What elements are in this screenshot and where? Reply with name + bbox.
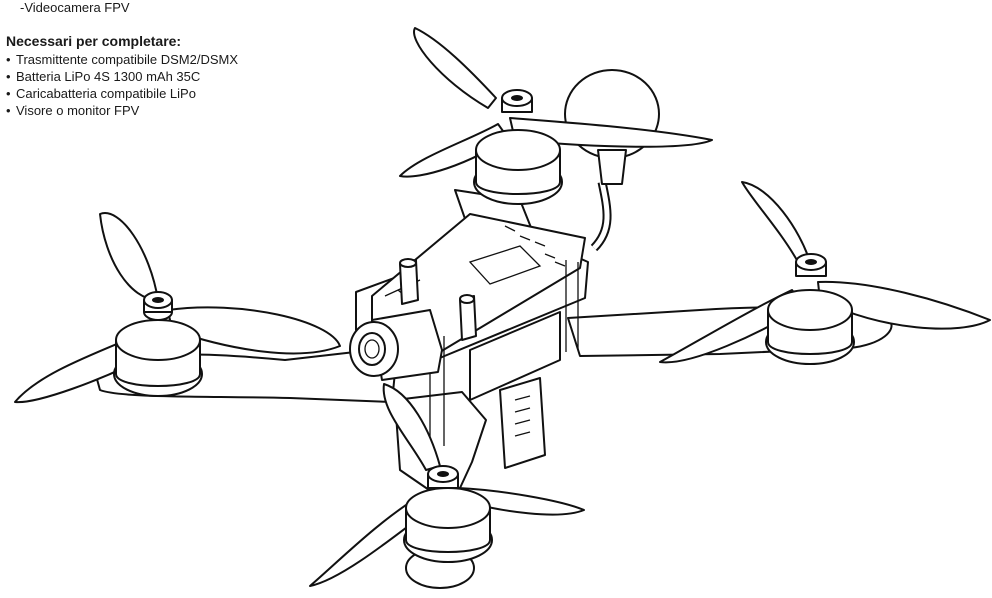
text-column: -Videocamera FPV Necessari per completar… [6,0,346,119]
motor-front-right [659,181,991,365]
fpv-camera [349,309,443,381]
motor-front-left [399,27,713,205]
antenna [564,69,660,252]
requirement-item: Batteria LiPo 4S 1300 mAh 35C [6,68,346,85]
previous-list-item: -Videocamera FPV [20,0,130,15]
requirement-item: Caricabatteria compatibile LiPo [6,85,346,102]
requirement-item: Visore o monitor FPV [6,102,346,119]
requirements-list: Trasmittente compatibile DSM2/DSMX Batte… [6,51,346,119]
motor-rear-right [309,383,585,589]
motor-rear-left [14,212,341,404]
requirement-item: Trasmittente compatibile DSM2/DSMX [6,51,346,68]
requirements-heading: Necessari per completare: [6,33,182,49]
